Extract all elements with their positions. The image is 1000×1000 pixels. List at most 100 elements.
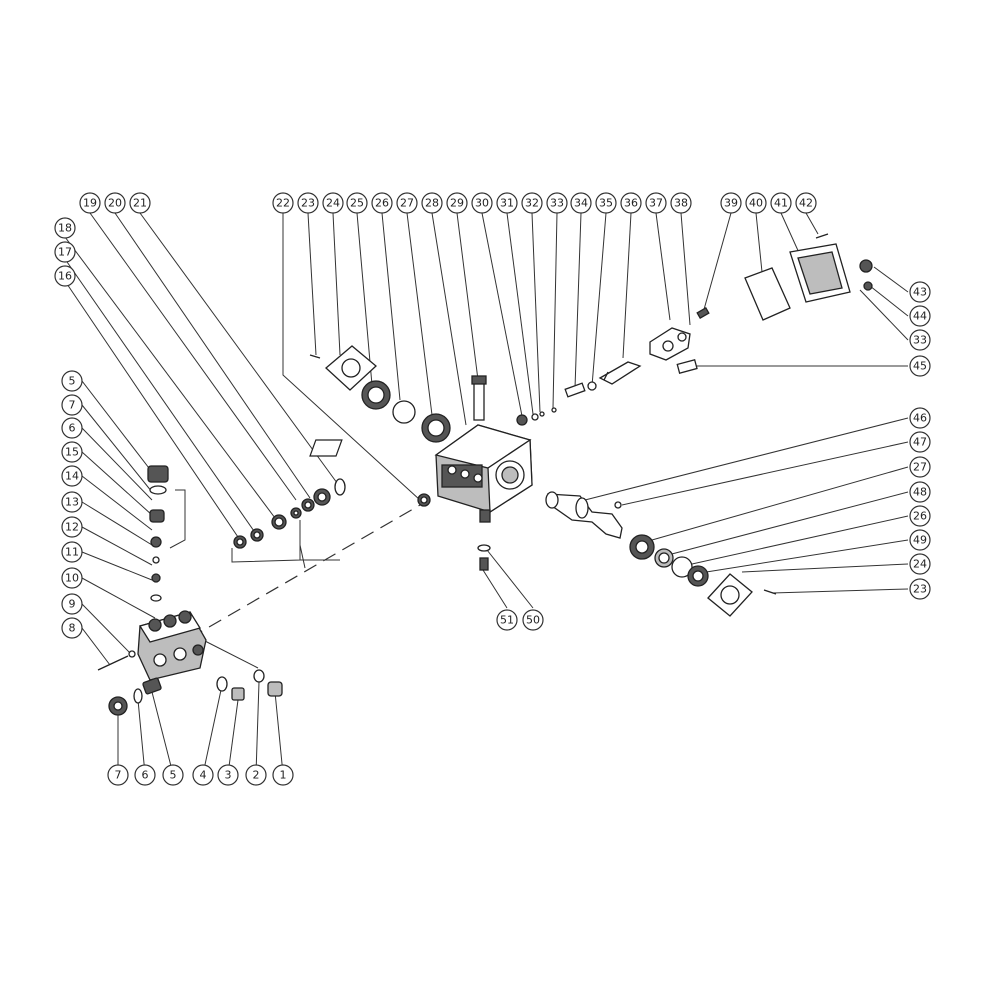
svg-text:2: 2 [253, 769, 260, 782]
svg-text:27: 27 [400, 197, 414, 210]
callout-2: 2 [245, 764, 267, 786]
svg-text:34: 34 [574, 197, 588, 210]
svg-text:46: 46 [913, 412, 927, 425]
svg-text:31: 31 [500, 197, 514, 210]
svg-text:26: 26 [375, 197, 389, 210]
callout-24: 24 [322, 192, 344, 214]
callout-51: 51 [496, 609, 518, 631]
valve-stack [147, 465, 169, 602]
svg-text:20: 20 [108, 197, 122, 210]
svg-text:38: 38 [674, 197, 688, 210]
callout-37: 37 [645, 192, 667, 214]
svg-text:22: 22 [276, 197, 290, 210]
callout-11: 11 [61, 541, 83, 563]
callout-28: 28 [421, 192, 443, 214]
callout-40: 40 [745, 192, 767, 214]
callout-16: 16 [54, 265, 76, 287]
o-ring-26 [392, 400, 416, 424]
svg-text:51: 51 [500, 614, 514, 627]
callout-4: 4 [192, 764, 214, 786]
svg-text:23: 23 [913, 583, 927, 596]
svg-text:42: 42 [799, 197, 813, 210]
manifold-head [137, 610, 207, 681]
svg-text:10: 10 [65, 572, 79, 585]
callout-29: 29 [446, 192, 468, 214]
callout-23b: 23 [909, 578, 931, 600]
callout-20: 20 [104, 192, 126, 214]
svg-text:9: 9 [69, 598, 76, 611]
svg-text:25: 25 [350, 197, 364, 210]
callout-6: 6 [61, 417, 83, 439]
callout-39: 39 [720, 192, 742, 214]
callout-24b: 24 [909, 553, 931, 575]
callout-48: 48 [909, 481, 931, 503]
svg-text:5: 5 [69, 375, 76, 388]
callout-17: 17 [54, 241, 76, 263]
svg-text:37: 37 [649, 197, 663, 210]
callout-1: 1 [272, 764, 294, 786]
callout-27b: 27 [909, 456, 931, 478]
callout-33b: 33 [909, 329, 931, 351]
pin-45 [676, 359, 698, 374]
callout-14: 14 [61, 465, 83, 487]
svg-text:18: 18 [58, 222, 72, 235]
callout-13: 13 [61, 491, 83, 513]
callout-8: 8 [61, 617, 83, 639]
callout-19: 19 [79, 192, 101, 214]
pin-34 [564, 382, 586, 398]
svg-text:16: 16 [58, 270, 72, 283]
svg-text:24: 24 [326, 197, 340, 210]
svg-text:45: 45 [913, 360, 927, 373]
callout-49: 49 [909, 529, 931, 551]
svg-text:12: 12 [65, 521, 79, 534]
pump-parts [97, 233, 873, 716]
svg-text:3: 3 [225, 769, 232, 782]
svg-text:33: 33 [913, 334, 927, 347]
callout-9: 9 [61, 593, 83, 615]
svg-text:24: 24 [913, 558, 927, 571]
callout-10: 10 [61, 567, 83, 589]
callout-42: 42 [795, 192, 817, 214]
callout-23: 23 [297, 192, 319, 214]
svg-text:11: 11 [65, 546, 79, 559]
callout-15: 15 [61, 441, 83, 463]
svg-text:5: 5 [170, 769, 177, 782]
svg-text:29: 29 [450, 197, 464, 210]
callout-26: 26 [371, 192, 393, 214]
svg-text:6: 6 [69, 422, 76, 435]
svg-text:41: 41 [774, 197, 788, 210]
callout-30: 30 [471, 192, 493, 214]
callout-22: 22 [272, 192, 294, 214]
svg-text:47: 47 [913, 436, 927, 449]
svg-text:36: 36 [624, 197, 638, 210]
svg-text:50: 50 [526, 614, 540, 627]
svg-text:43: 43 [913, 286, 927, 299]
callouts: 22 23 24 25 26 27 28 29 30 31 32 33 34 3… [54, 192, 931, 786]
callout-5b: 5 [162, 764, 184, 786]
callout-41: 41 [770, 192, 792, 214]
callout-38: 38 [670, 192, 692, 214]
shaft-36 [598, 361, 642, 385]
svg-text:49: 49 [913, 534, 927, 547]
svg-text:44: 44 [913, 310, 927, 323]
callout-43: 43 [909, 281, 931, 303]
callout-32: 32 [521, 192, 543, 214]
callout-7b: 7 [107, 764, 129, 786]
svg-text:26: 26 [913, 510, 927, 523]
callout-45: 45 [909, 355, 931, 377]
callout-33: 33 [546, 192, 568, 214]
callout-12: 12 [61, 516, 83, 538]
callout-5: 5 [61, 370, 83, 392]
callout-34: 34 [570, 192, 592, 214]
svg-text:19: 19 [83, 197, 97, 210]
svg-text:32: 32 [525, 197, 539, 210]
svg-text:7: 7 [115, 769, 122, 782]
svg-text:48: 48 [913, 486, 927, 499]
callout-36: 36 [620, 192, 642, 214]
callout-6b: 6 [134, 764, 156, 786]
callout-44: 44 [909, 305, 931, 327]
leader-lines [64, 212, 909, 775]
callout-50: 50 [522, 609, 544, 631]
svg-text:14: 14 [65, 470, 79, 483]
svg-text:13: 13 [65, 496, 79, 509]
